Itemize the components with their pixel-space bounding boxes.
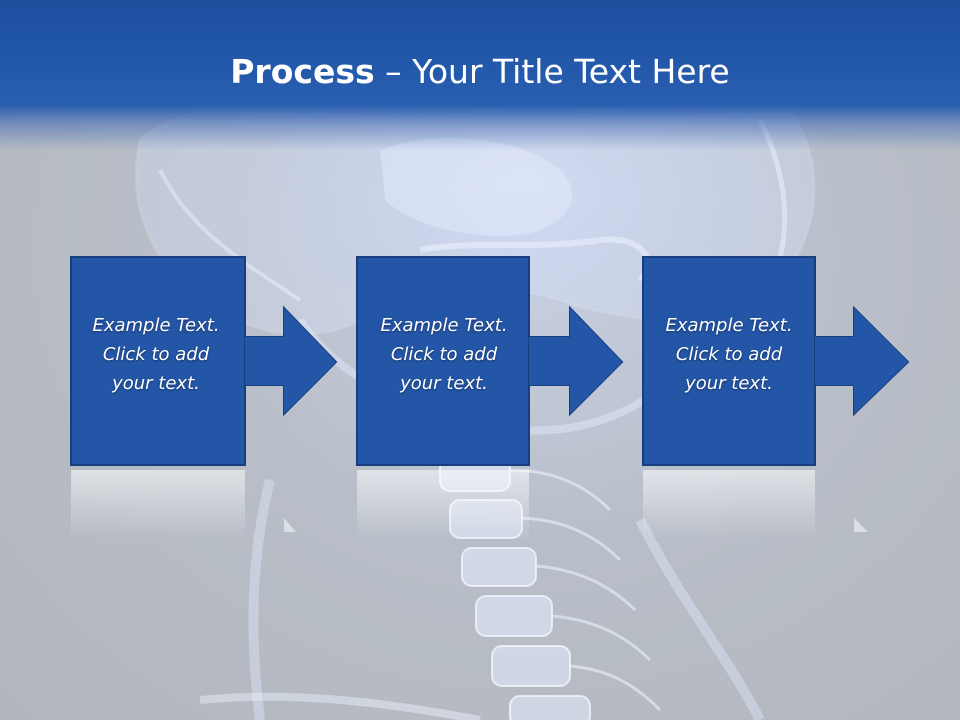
- step-1-line-2: Click to add: [102, 344, 210, 365]
- title-bold: Process: [230, 52, 375, 91]
- step-1-text: Example Text. Click to add your text.: [70, 311, 242, 398]
- step-1-shape: [70, 256, 338, 540]
- process-step-2[interactable]: Example Text. Click to add your text.: [356, 256, 696, 546]
- step-2-shape: [356, 256, 624, 540]
- title-rest: – Your Title Text Here: [374, 52, 730, 91]
- process-step-1[interactable]: Example Text. Click to add your text.: [70, 256, 410, 546]
- step-1-line-1: Example Text.: [92, 315, 220, 336]
- step-3-shape: [642, 256, 910, 540]
- step-3-line-2: Click to add: [675, 344, 783, 365]
- step-3-line-1: Example Text.: [665, 315, 793, 336]
- page-title[interactable]: Process – Your Title Text Here: [0, 52, 960, 91]
- process-step-3[interactable]: Example Text. Click to add your text.: [642, 256, 942, 546]
- step-2-line-2: Click to add: [390, 344, 498, 365]
- step-2-line-3: your text.: [400, 373, 488, 394]
- step-2-text: Example Text. Click to add your text.: [356, 311, 532, 398]
- step-2-line-1: Example Text.: [380, 315, 508, 336]
- step-3-line-3: your text.: [685, 373, 773, 394]
- step-3-text: Example Text. Click to add your text.: [642, 311, 816, 398]
- title-banner: [0, 0, 960, 150]
- step-1-line-3: your text.: [112, 373, 200, 394]
